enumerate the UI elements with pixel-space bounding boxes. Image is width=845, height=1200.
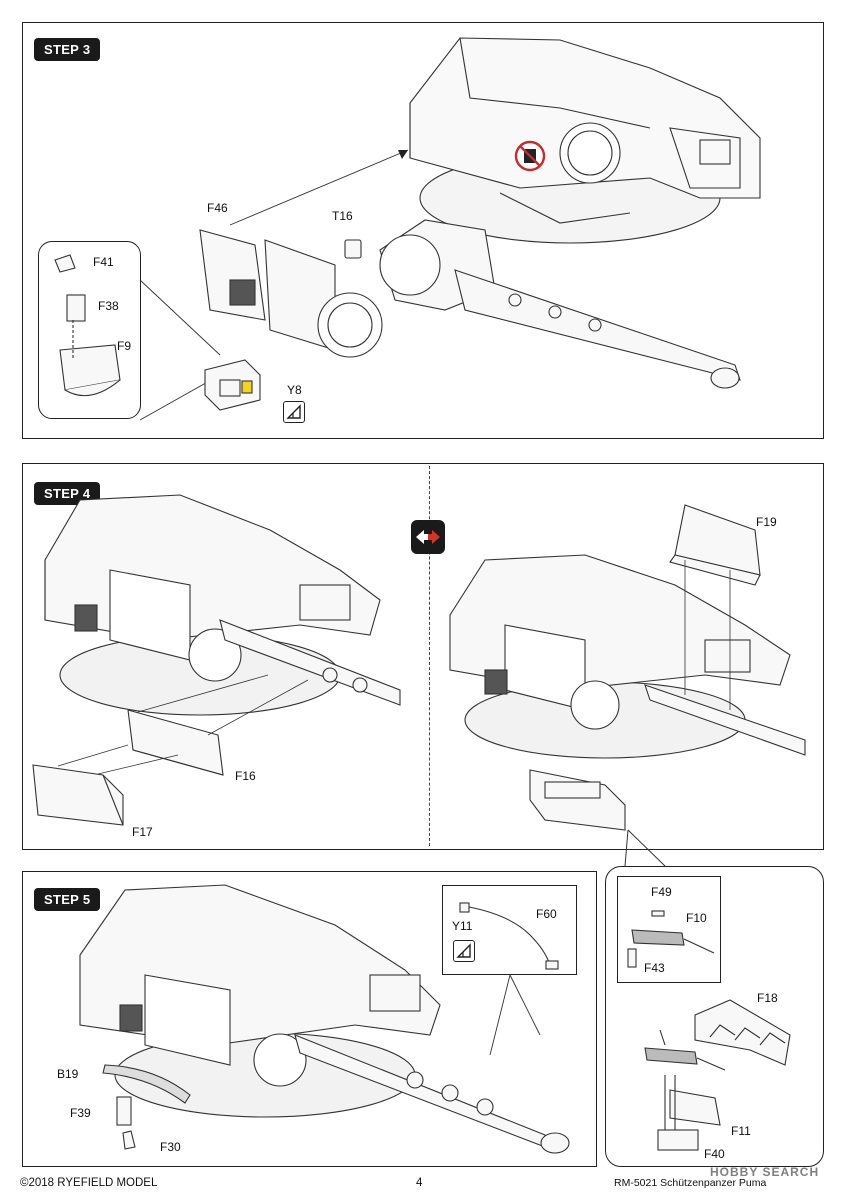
label-f10: F10 xyxy=(686,911,707,925)
label-f19: F19 xyxy=(756,515,777,529)
alternative-option-icon xyxy=(411,520,445,554)
label-b19: B19 xyxy=(57,1067,79,1081)
label-f38: F38 xyxy=(98,299,119,313)
footer-page-number: 4 xyxy=(416,1177,423,1189)
step5-f60-drawing xyxy=(459,902,559,970)
step4-gun-box-drawing xyxy=(529,769,626,831)
step4-f19-drawing xyxy=(669,504,761,710)
step4-right-turret-drawing xyxy=(449,554,806,759)
step5-badge: STEP 5 xyxy=(34,888,101,911)
side-inset-gun-drawing xyxy=(627,910,715,968)
step5-callout-line xyxy=(489,974,541,1056)
step3-parts-drawing xyxy=(199,219,741,389)
step4-left-turret-drawing xyxy=(44,494,401,716)
step3-subassembly-drawing xyxy=(204,359,261,411)
label-f11: F11 xyxy=(731,1124,751,1138)
footer-product-code: RM-5021 Schützenpanzer Puma xyxy=(614,1177,767,1189)
label-f9: F9 xyxy=(117,339,132,353)
label-f30: F30 xyxy=(160,1140,181,1154)
label-f49: F49 xyxy=(651,885,672,899)
step3-turret-drawing xyxy=(409,37,761,244)
label-y11: Y11 xyxy=(452,919,473,933)
step4-callout-triangle xyxy=(624,829,666,867)
label-t16: T16 xyxy=(332,209,353,223)
label-f60: F60 xyxy=(536,907,557,921)
label-f46: F46 xyxy=(207,201,228,215)
label-f17: F17 xyxy=(132,825,153,839)
step4-f16-f17-drawing xyxy=(32,674,309,826)
paint-icon xyxy=(283,401,305,423)
label-f41: F41 xyxy=(93,255,114,269)
label-f18: F18 xyxy=(757,991,778,1005)
step4-divider xyxy=(429,466,430,846)
side-inset-assembly-drawing xyxy=(644,1029,726,1151)
step5-turret-drawing xyxy=(79,884,570,1154)
label-f39: F39 xyxy=(70,1106,91,1120)
footer-copyright: ©2018 RYEFIELD MODEL xyxy=(20,1177,158,1189)
step5-b19-f39-f30-drawing xyxy=(102,1064,191,1150)
step4-badge: STEP 4 xyxy=(34,482,101,505)
paint-icon-step5 xyxy=(453,940,475,962)
label-y8: Y8 xyxy=(287,383,302,397)
step3-arrow xyxy=(229,149,409,226)
label-f40: F40 xyxy=(704,1147,725,1161)
label-f43: F43 xyxy=(644,961,665,975)
step3-badge: STEP 3 xyxy=(34,38,101,61)
side-inset-f18-drawing xyxy=(694,999,791,1066)
label-f16: F16 xyxy=(235,769,256,783)
step3-inset-drawing xyxy=(54,254,121,397)
footer-watermark: HOBBY SEARCH xyxy=(710,1165,820,1179)
paint-marker xyxy=(241,380,253,394)
no-glue-icon xyxy=(514,140,546,172)
